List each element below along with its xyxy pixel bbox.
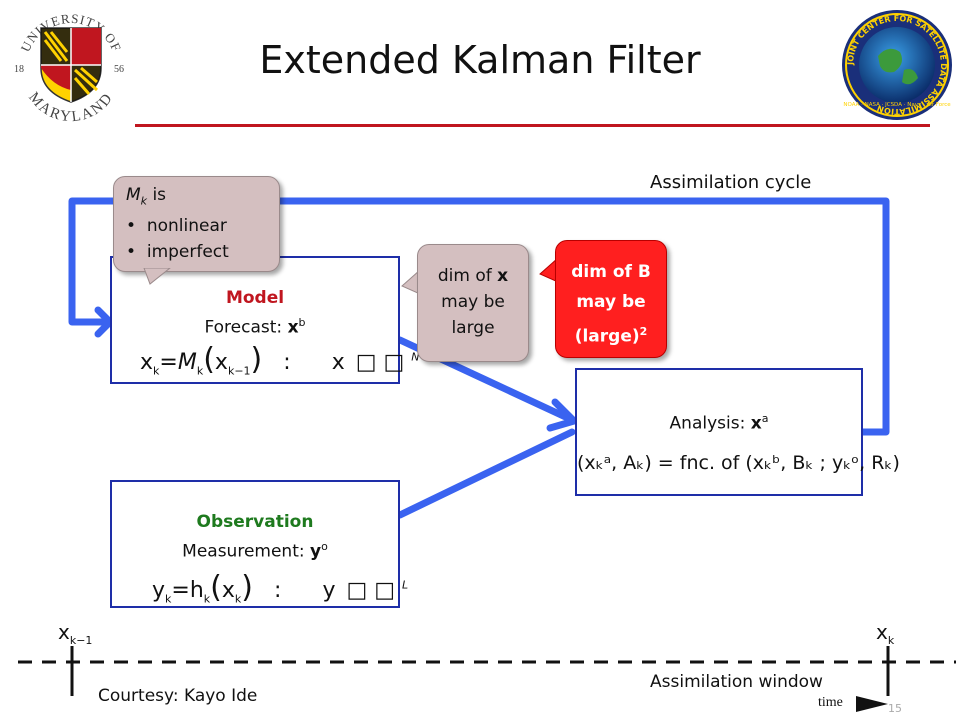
title-rule — [135, 124, 930, 127]
mk-callout-list: • nonlinear • imperfect — [126, 213, 229, 265]
slide-number: 15 — [888, 702, 902, 715]
timeline-label-k-1: xk−1 — [58, 620, 93, 647]
svg-text:18: 18 — [14, 64, 24, 75]
assimilation-cycle-line — [68, 197, 890, 436]
timeline-label-k: xk — [876, 620, 895, 647]
observation-equation: yk=hk(xk) : y □ □ L — [152, 570, 409, 606]
assimilation-cycle-label: Assimilation cycle — [650, 172, 812, 193]
assimilation-window-label: Assimilation window — [650, 672, 823, 692]
courtesy-label: Courtesy: Kayo Ide — [98, 686, 258, 706]
slide-title: Extended Kalman Filter — [259, 38, 701, 82]
mk-callout-title: Mk is — [126, 185, 167, 208]
jcsda-logo: JOINT CENTER FOR SATELLITE DATA ASSIMILA… — [842, 10, 952, 120]
svg-text:NOAA · NASA · JCSDA · Navy · A: NOAA · NASA · JCSDA · Navy · Air Force — [843, 102, 951, 108]
observation-heading: Observation — [196, 512, 314, 532]
observation-box: Observation Measurement: yo yk=hk(xk) : … — [110, 480, 408, 608]
mk-callout-item: • nonlinear — [126, 216, 227, 236]
time-arrow-icon — [856, 696, 888, 712]
analysis-label: Analysis: xa — [669, 412, 769, 434]
observation-to-analysis-arrow — [396, 428, 576, 519]
forecast-arrowhead — [546, 398, 578, 432]
model-heading: Model — [225, 288, 285, 308]
model-equation: xk=Mk(xk−1) : x □ □ N — [140, 342, 420, 378]
umd-logo: UNIVERSITY OF MARYLAND 18 56 — [14, 11, 124, 126]
analysis-equation: (xₖᵃ, Aₖ) = fnc. of (xₖᵇ, Bₖ ; yₖᵒ, Rₖ) — [577, 452, 900, 474]
mk-callout-item: • imperfect — [126, 242, 229, 262]
svg-text:56: 56 — [114, 64, 124, 75]
mk-callout: Mk is • nonlinear • imperfect — [113, 176, 280, 272]
measurement-label: Measurement: yo — [182, 540, 328, 562]
dim-b-callout: dim of B may be (large)2 — [555, 240, 667, 358]
timeline — [18, 646, 956, 712]
forecast-label: Forecast: xb — [204, 316, 306, 338]
mk-callout-tail — [143, 268, 171, 285]
time-label: time — [818, 695, 843, 710]
analysis-box: Analysis: xa (xₖᵃ, Aₖ) = fnc. of (xₖᵇ, B… — [575, 368, 900, 496]
dim-x-callout: dim of x may be large — [417, 244, 529, 362]
